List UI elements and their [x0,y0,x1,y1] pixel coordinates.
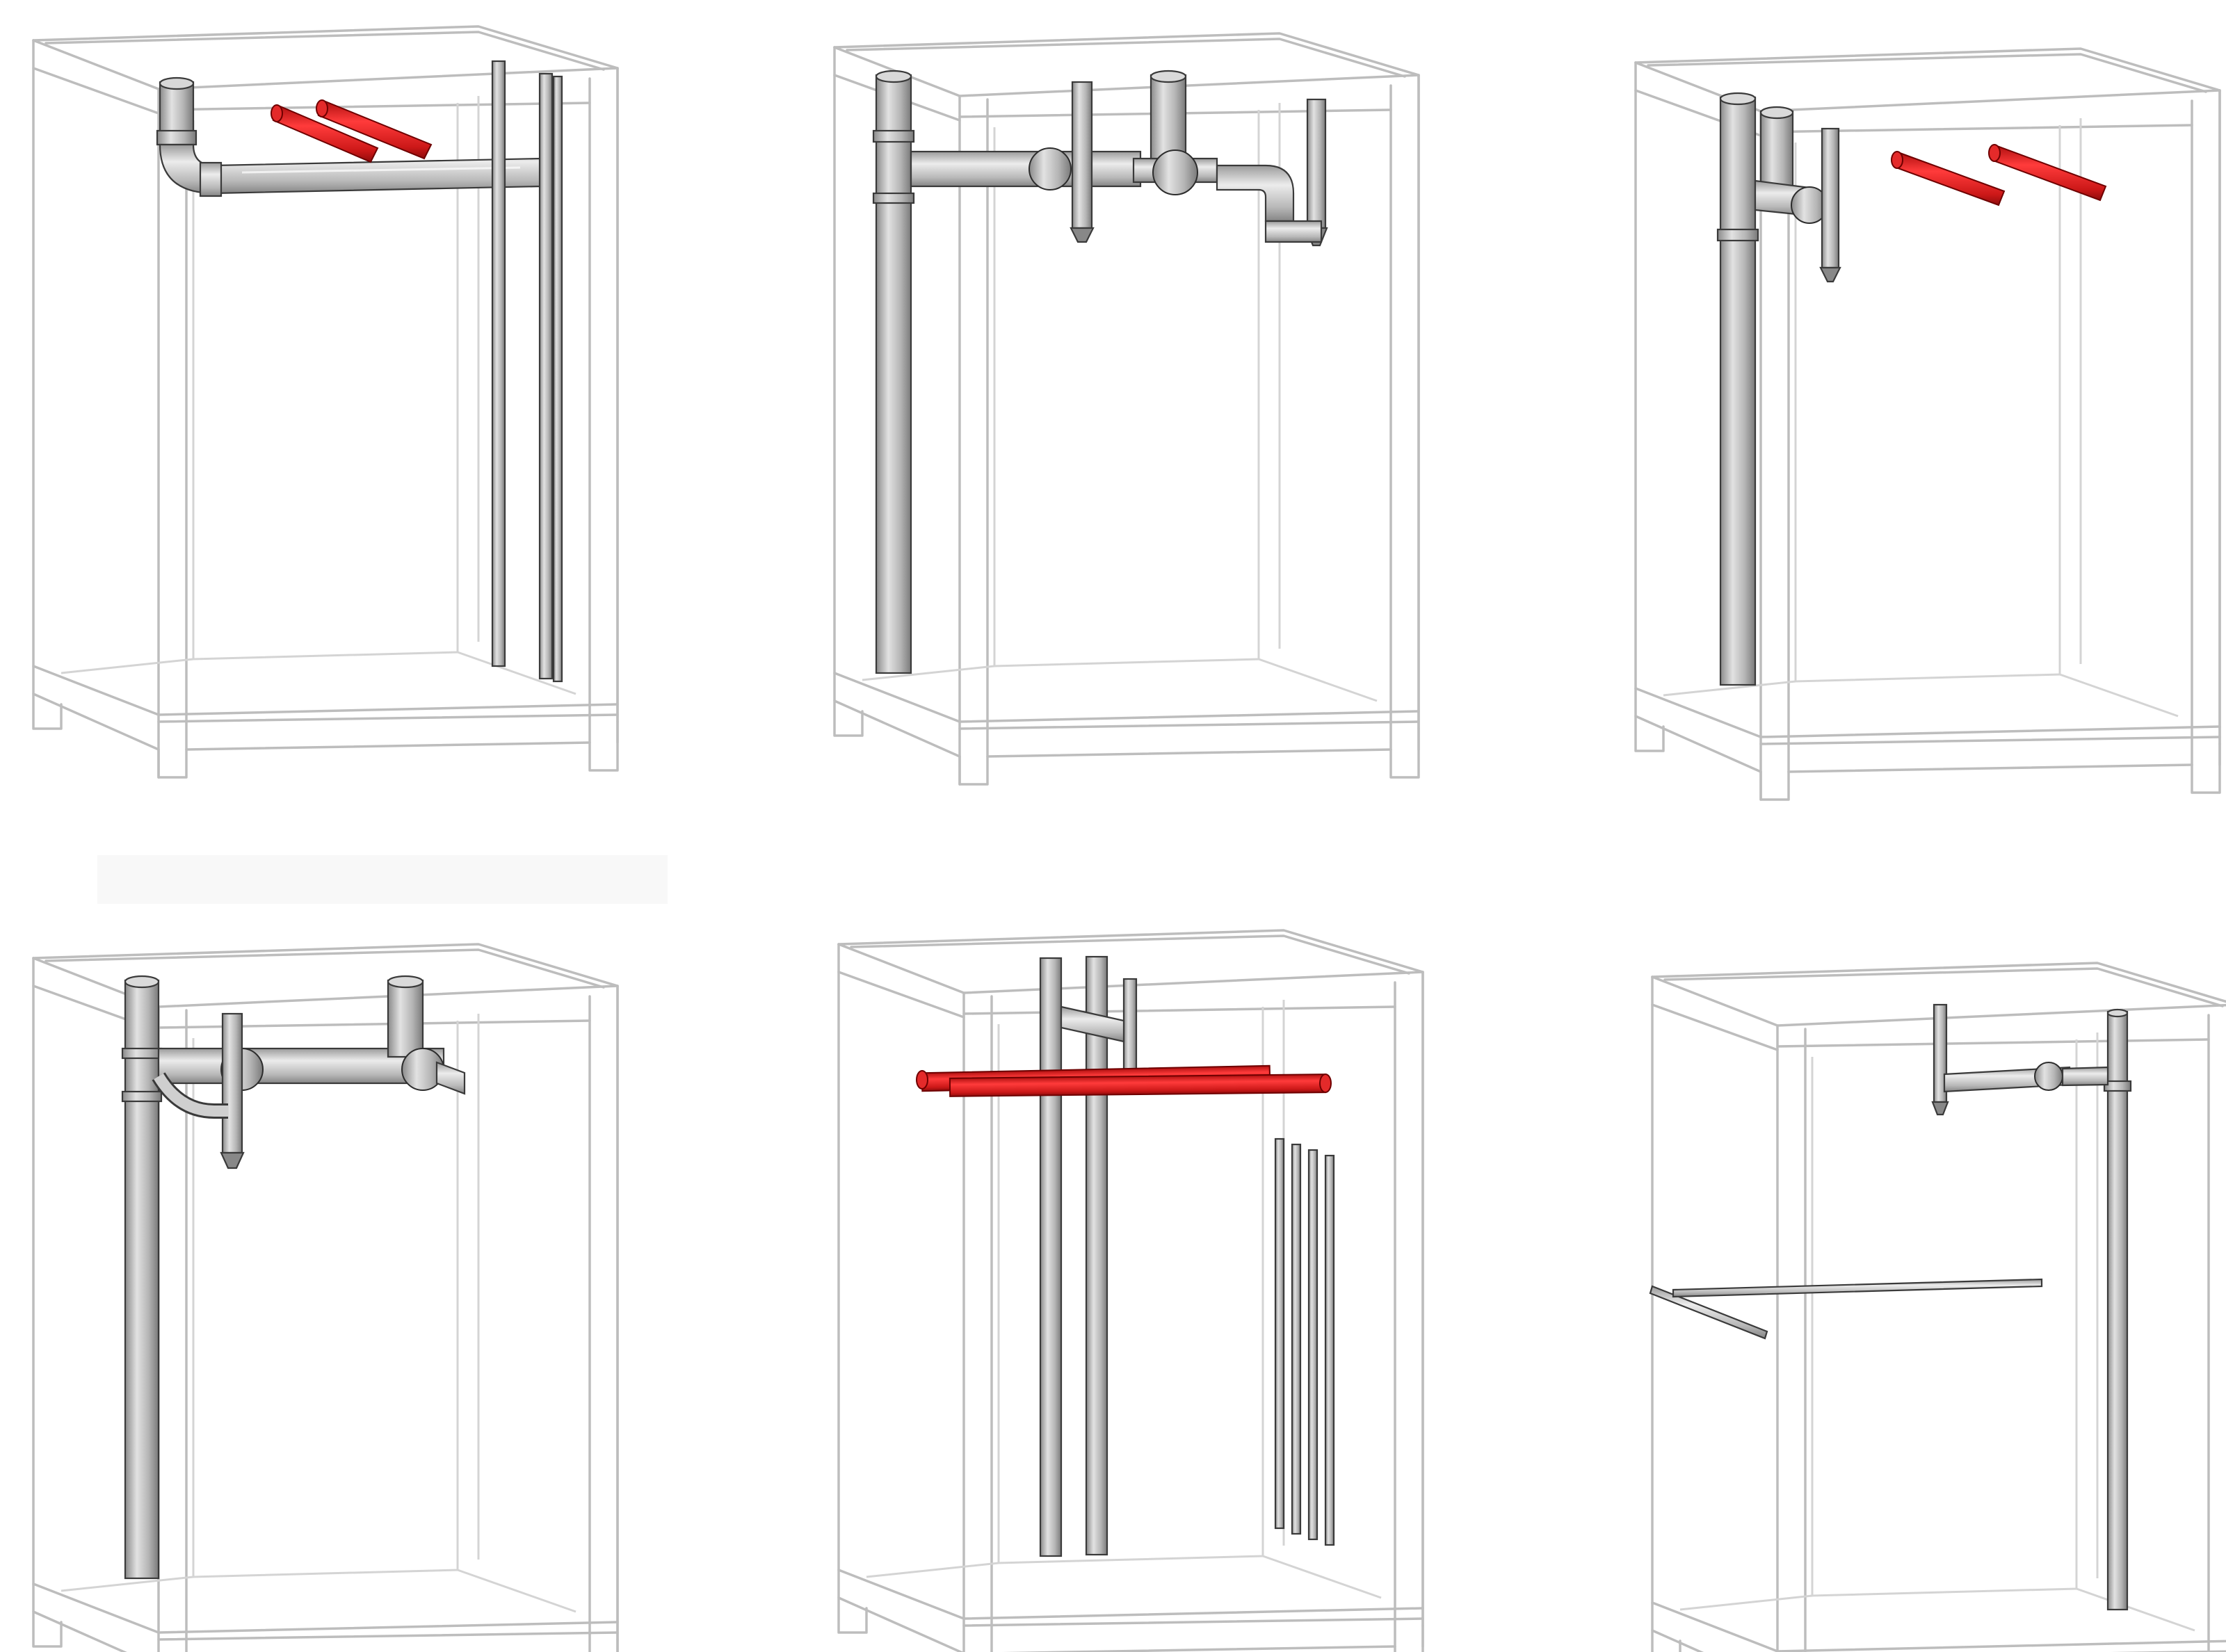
highlighted-red-bars [271,99,433,163]
l-bracket [1649,1278,2043,1340]
vertical-pipe-cap [156,76,197,146]
highlighted-red-bars [1891,144,2107,206]
vertical-pipe [872,70,915,674]
red-crossbar [916,1064,1332,1097]
panel-4 [32,943,619,1652]
horizontal-pipe-with-valves [152,975,466,1169]
panel-5 [837,929,1424,1652]
separator-band [97,855,668,904]
vertical-pipe [121,975,163,1580]
horizontal-drain-pipe [159,143,542,197]
panel-6 [1649,962,2226,1652]
cabinet-frame [833,32,1420,786]
horizontal-pipe-with-valves [910,70,1328,247]
vertical-rods [1274,1137,1335,1546]
vertical-rods [491,60,563,683]
vertical-pipes [1039,955,1138,1557]
panel-2 [833,32,1420,786]
vertical-pipe [2103,1008,2132,1611]
panel-1 [32,25,619,779]
panel-3 [1634,47,2221,801]
valve-assembly [1754,127,1841,283]
valve-assembly [1931,1003,2109,1116]
